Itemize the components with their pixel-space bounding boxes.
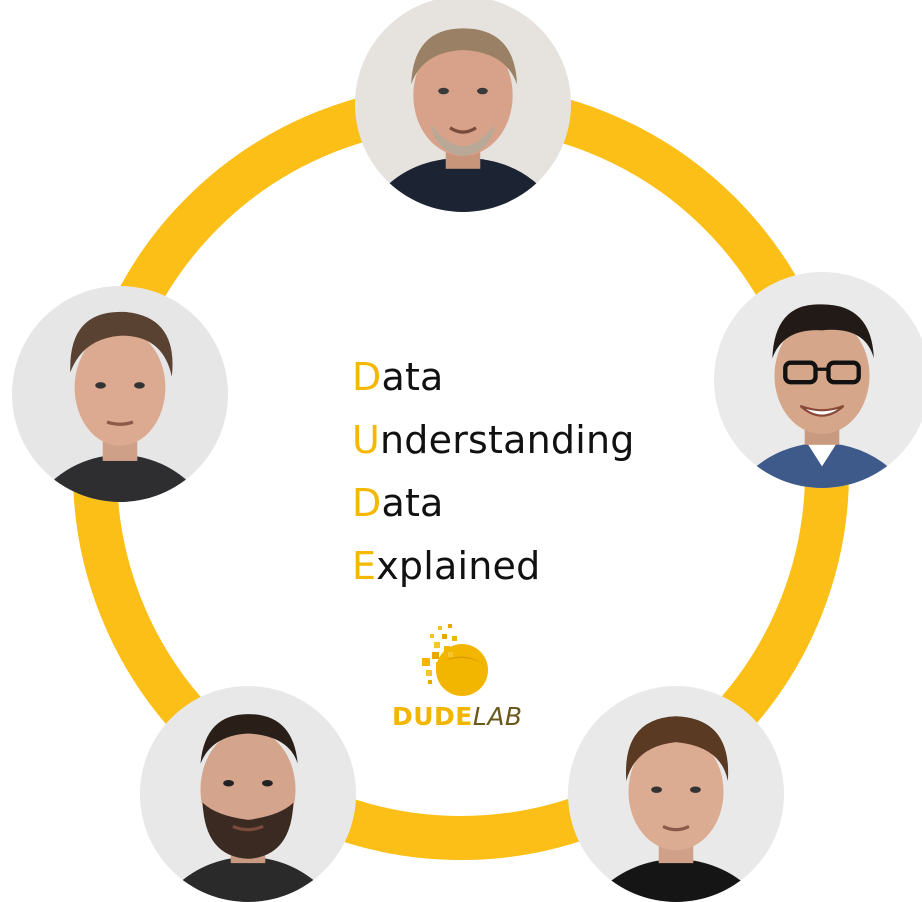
acronym-initial: D [352,481,382,525]
dudelab-logo: DUDELAB [392,618,522,744]
portrait-bottom-left [140,686,356,902]
acronym-line-explained: Explained [352,535,635,598]
logo-text-dude: DUDE [392,702,473,731]
logo-text-lab: LAB [472,702,523,731]
logo-wordmark: DUDELAB [392,702,522,731]
portrait-left [12,286,228,502]
acronym-rest: ata [381,481,444,525]
acronym-line-understanding: Understanding [352,409,635,472]
acronym-block: Data Understanding Data Explained [352,346,635,598]
acronym-line-data: Data [352,346,635,409]
acronym-rest: ata [381,355,444,399]
acronym-line-data-2: Data [352,472,635,535]
acronym-initial: E [352,544,377,588]
acronym-rest: xplained [376,544,541,588]
logo-icon [422,624,488,696]
portrait-right [714,272,922,488]
portrait-top [355,0,571,212]
acronym-rest: nderstanding [380,418,635,462]
portrait-bottom-right [568,686,784,902]
acronym-initial: D [352,355,382,399]
acronym-initial: U [352,418,381,462]
